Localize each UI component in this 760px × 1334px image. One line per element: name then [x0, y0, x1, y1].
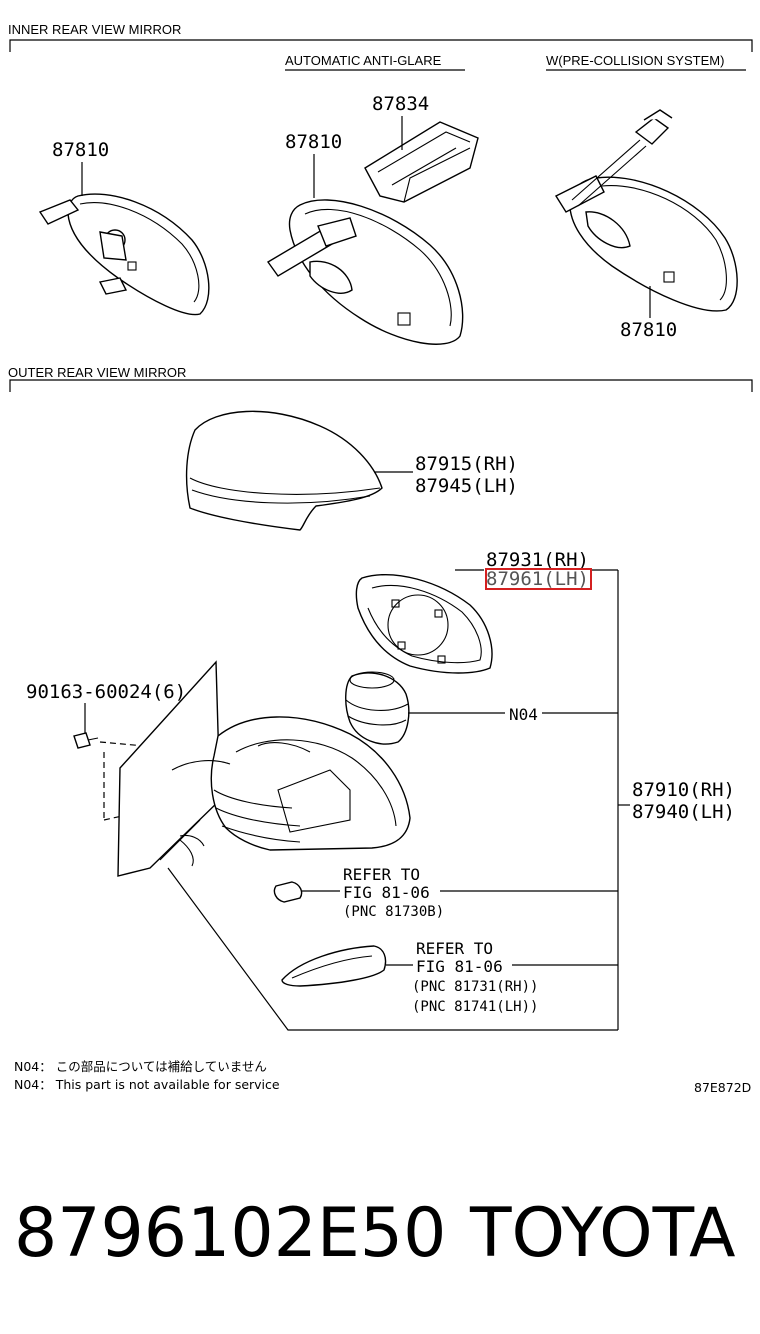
- pre-collision-heading: W(PRE-COLLISION SYSTEM): [546, 53, 724, 68]
- refer1-line2: FIG 81-06: [343, 883, 430, 902]
- footer-part-number: 8796102E50: [14, 1194, 446, 1273]
- highlight-box-87961: [485, 568, 592, 590]
- label-87961-lh: 87961(LH): [486, 568, 589, 590]
- diagram-code: 87E872D: [694, 1080, 751, 1095]
- inner-mirror-pre-collision: [554, 109, 738, 312]
- inner-section-title: INNER REAR VIEW MIRROR: [8, 22, 181, 37]
- mirror-actuator-n04: [345, 671, 410, 745]
- outer-section-title: OUTER REAR VIEW MIRROR: [8, 365, 186, 380]
- refer1-pnc: (PNC 81730B): [343, 904, 444, 920]
- refer2-pnc-rh: (PNC 81731(RH)): [412, 979, 538, 995]
- label-87915-rh: 87915(RH): [415, 453, 518, 475]
- refer2-pnc-lh: (PNC 81741(LH)): [412, 999, 538, 1015]
- inner-mirror-basic: [38, 193, 210, 316]
- refer2-line2: FIG 81-06: [416, 957, 503, 976]
- label-90163: 90163-60024(6): [26, 681, 186, 703]
- label-87810-basic: 87810: [52, 139, 109, 161]
- refer1-line1: REFER TO: [343, 865, 420, 884]
- bulb-81730b: [273, 881, 303, 903]
- inner-mirror-auto-antiglare: [266, 199, 464, 345]
- mirror-housing-87910: [171, 716, 411, 851]
- label-87810-auto: 87810: [285, 131, 342, 153]
- label-87910-rh: 87910(RH): [632, 779, 735, 801]
- label-87931-rh: 87931(RH): [486, 549, 589, 571]
- mirror-cover-87834: [364, 121, 479, 203]
- mirror-glass-87931: [355, 574, 493, 674]
- screw-90163: [73, 732, 99, 749]
- label-87810-precollision: 87810: [620, 319, 677, 341]
- outer-section-frame: OUTER REAR VIEW MIRROR: [8, 365, 753, 392]
- note-n04-english: N04： This part is not available for serv…: [14, 1077, 280, 1092]
- mirror-cover-87915: [185, 410, 383, 531]
- refer2-line1: REFER TO: [416, 939, 493, 958]
- footer-brand: TOYOTA: [469, 1194, 735, 1273]
- label-n04: N04: [509, 705, 538, 724]
- auto-antiglare-heading: AUTOMATIC ANTI-GLARE: [285, 53, 442, 68]
- label-87940-lh: 87940(LH): [632, 801, 735, 823]
- inner-section-frame: INNER REAR VIEW MIRROR: [8, 22, 753, 52]
- turn-signal-81731: [281, 945, 387, 987]
- label-87945-lh: 87945(LH): [415, 475, 518, 497]
- note-n04-japanese: N04： この部品については補給していません: [14, 1059, 267, 1074]
- label-87834: 87834: [372, 93, 429, 115]
- mirror-base-bracket: [117, 660, 221, 877]
